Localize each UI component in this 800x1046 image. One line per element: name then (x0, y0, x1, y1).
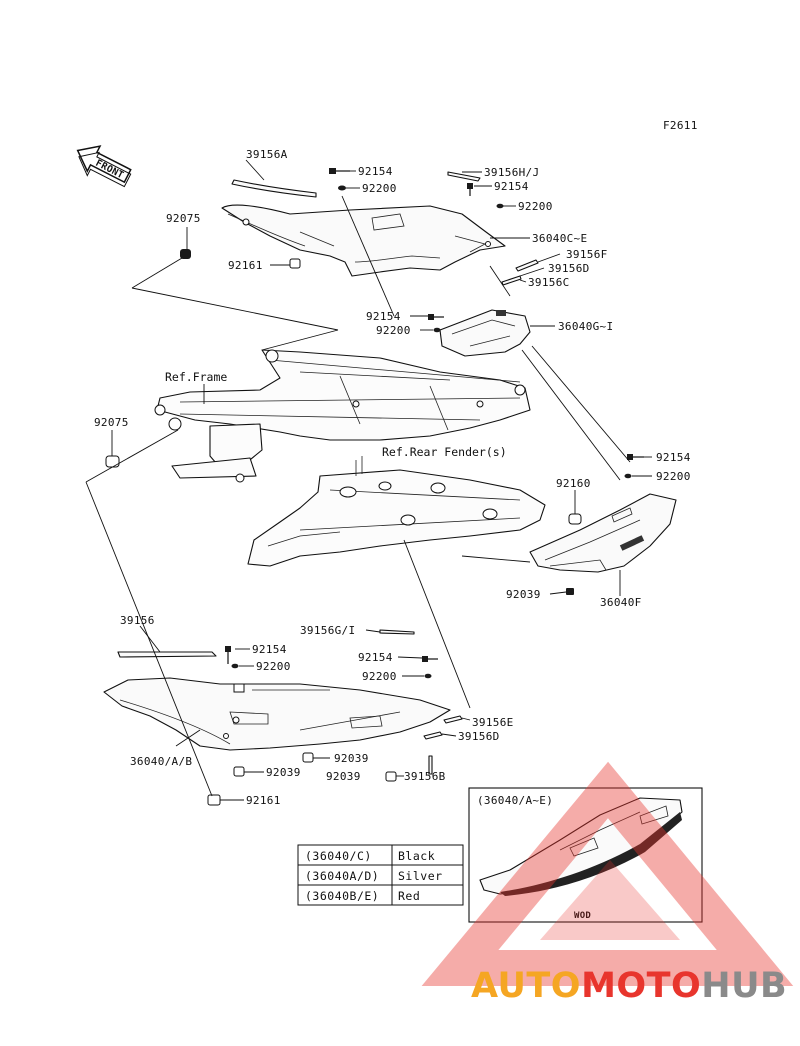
watermark-logo (421, 761, 794, 986)
stripe-39156 (117, 651, 217, 658)
grommet-icon (180, 249, 191, 259)
upper-side-cover (221, 204, 506, 277)
callout-92200: 92200 (656, 470, 691, 483)
watermark-text-auto: AUTO (471, 966, 581, 1006)
callout-92200: 92200 (376, 324, 411, 337)
inset-box: (36040/A~E) WOD (468, 787, 703, 923)
table-color-cell: Black (398, 849, 435, 863)
leader-lines (85, 159, 652, 801)
stripe-39156GI (379, 629, 415, 635)
clip-icon (289, 258, 301, 269)
callout-39156A: 39156A (246, 148, 288, 161)
callout-39156B: 39156B (404, 770, 446, 783)
callout-39156D: 39156D (458, 730, 500, 743)
stripe-39156A (231, 179, 317, 198)
stripe-39156HJ (447, 171, 481, 182)
callout-39156D: 39156D (548, 262, 590, 275)
table-part-cell: (36040A/D) (305, 869, 379, 883)
watermark-text-hub: HUB (701, 966, 787, 1006)
callout-92154: 92154 (366, 310, 401, 323)
callout-92160: 92160 (556, 477, 591, 490)
callout-39156C: 39156C (528, 276, 570, 289)
inset-note: WOD (574, 911, 591, 921)
ref-frame-label: Ref.Frame (165, 370, 227, 384)
nut-icon (385, 771, 397, 782)
callout-92200: 92200 (362, 182, 397, 195)
callout-92200: 92200 (256, 660, 291, 673)
callout-92154: 92154 (656, 451, 691, 464)
bolt-icon (329, 168, 350, 174)
bolt-icon (428, 314, 444, 320)
lower-side-cover (103, 677, 451, 751)
frame-reference (154, 349, 531, 483)
nut-icon (566, 588, 574, 595)
table-color-cell: Silver (398, 869, 443, 883)
nut-icon (302, 752, 314, 763)
stripe-39156F (515, 259, 539, 272)
stripe-39156D-lower (423, 731, 443, 740)
front-arrow-icon: FRONT (76, 145, 132, 188)
watermark-text-moto: MOTO (581, 966, 701, 1006)
callout-92154: 92154 (494, 180, 529, 193)
washer-icon (496, 203, 504, 209)
callout-92161: 92161 (228, 259, 263, 272)
table-color-cell: Red (398, 889, 420, 903)
stripe-39156E (443, 715, 463, 724)
color-table: (36040/C) Black (36040A/D) Silver (36040… (297, 844, 464, 906)
callout-39156: 39156 (120, 614, 155, 627)
watermark-text: AUTOMOTOHUB (471, 966, 787, 1006)
nut-icon (233, 766, 245, 777)
callout-36040GI: 36040G~I (558, 320, 613, 333)
stripe-39156C (501, 275, 522, 286)
bolt-icon (225, 646, 231, 664)
callout-92161: 92161 (246, 794, 281, 807)
washer-icon (338, 185, 346, 191)
washer-icon (624, 473, 632, 479)
callout-36040F: 36040F (600, 596, 642, 609)
inset-title: (36040/A~E) (477, 794, 553, 807)
bolt-icon (422, 656, 438, 662)
grommet-icon (568, 513, 582, 525)
callout-92039: 92039 (334, 752, 369, 765)
clip-icon (207, 794, 221, 806)
table-part-cell: (36040/C) (305, 849, 372, 863)
figure-id: F2611 (663, 119, 698, 132)
callout-92200: 92200 (518, 200, 553, 213)
callout-39156F: 39156F (566, 248, 608, 261)
ref-rear-fender-label: Ref.Rear Fender(s) (382, 445, 507, 459)
callout-92154: 92154 (252, 643, 287, 656)
callout-92039: 92039 (506, 588, 541, 601)
stripe-39156B (428, 755, 433, 775)
bolt-icon (627, 454, 644, 460)
callout-92075: 92075 (94, 416, 129, 429)
callout-92075: 92075 (166, 212, 201, 225)
callout-36040CE: 36040C~E (532, 232, 587, 245)
callout-92154: 92154 (358, 651, 393, 664)
tail-piece-36040F (529, 493, 677, 573)
washer-icon (433, 327, 441, 333)
tail-center-panel (439, 309, 531, 357)
callout-92039: 92039 (326, 770, 361, 783)
table-part-cell: (36040B/E) (305, 889, 379, 903)
callout-92200: 92200 (362, 670, 397, 683)
callout-39156HJ: 39156H/J (484, 166, 539, 179)
bolt-icon (467, 183, 473, 196)
callout-92039: 92039 (266, 766, 301, 779)
callout-36040AB: 36040/A/B (130, 755, 192, 768)
callout-39156E: 39156E (472, 716, 514, 729)
rear-fender-reference (247, 456, 546, 567)
callout-92154: 92154 (358, 165, 393, 178)
grommet-icon (105, 455, 120, 468)
washer-icon (424, 673, 432, 679)
washer-icon (231, 663, 239, 669)
callout-39156GI: 39156G/I (300, 624, 355, 637)
